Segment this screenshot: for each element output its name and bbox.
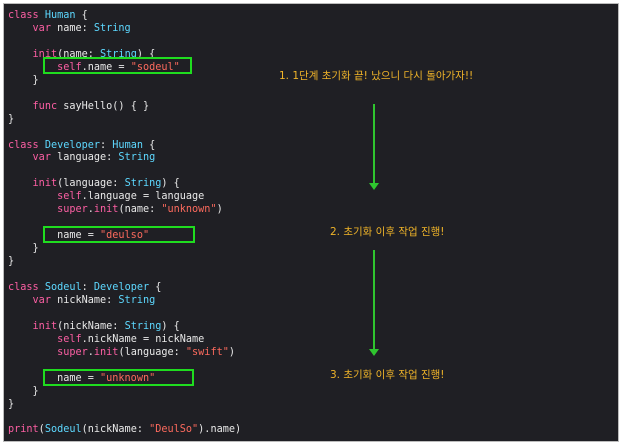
highlight-box-name-unknown [43,369,194,386]
code-line: name = "unknown" [8,372,156,384]
code-line: func sayHello() { } [32,100,150,112]
code-line: } [8,74,39,86]
code-line: self.language = language [57,191,205,203]
code-line: self.name = "sodeul" [57,61,180,73]
code-line: name = "deulso" [8,230,150,242]
arrow-down-icon [369,104,379,190]
code-line: } [8,113,15,125]
code-line: var name: String [32,22,131,34]
code-line: super.init(name: "unknown") [57,204,223,216]
annotation-step-1: 1. 1단계 초기화 끝! 났으니 다시 돌아가자!! [279,70,474,82]
code-editor: class Human { var name: String init(name… [3,3,619,442]
code-line: class Developer: Human { [8,139,156,151]
code-line: self.nickName = nickName [57,333,205,345]
code-line: init(language: String) { [32,178,180,190]
code-line: } [8,385,39,397]
code-line: } [8,256,15,267]
code-line: } [8,243,39,255]
code-line: super.init(language: "swift") [57,346,235,358]
code-line: var language: String [32,152,156,164]
arrow-down-icon [369,250,379,356]
highlight-box-name-deulso [43,226,195,243]
annotation-step-2: 2. 초기화 이후 작업 진행! [330,226,445,238]
code-line: print(Sodeul(nickName: "DeulSo").name) [8,424,242,436]
code-line: class Human { [8,10,88,21]
code-line: init(name: String) { [32,48,156,60]
annotation-step-3: 3. 초기화 이후 작업 진행! [330,369,445,381]
code-line: init(nickName: String) { [32,320,180,332]
code-line: class Sodeul: Developer { [8,281,162,293]
highlight-box-self-name [43,57,192,74]
code-line: var nickName: String [32,294,156,306]
code-line: } [8,398,15,410]
